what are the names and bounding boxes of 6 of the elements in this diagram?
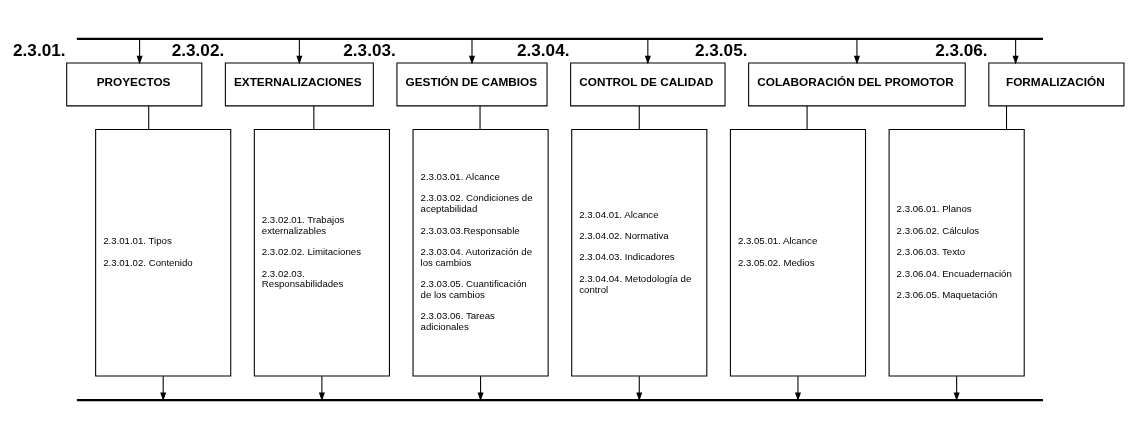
node-label: 2.3.02. [171, 40, 225, 61]
node-label: 2.3.01. [13, 40, 66, 61]
node-label: 2.3.04. [517, 40, 570, 61]
node-label: 2.3.05. [695, 40, 748, 61]
node-label: 2.3.03. [343, 40, 396, 61]
node-label: 2.3.06. [935, 40, 988, 61]
